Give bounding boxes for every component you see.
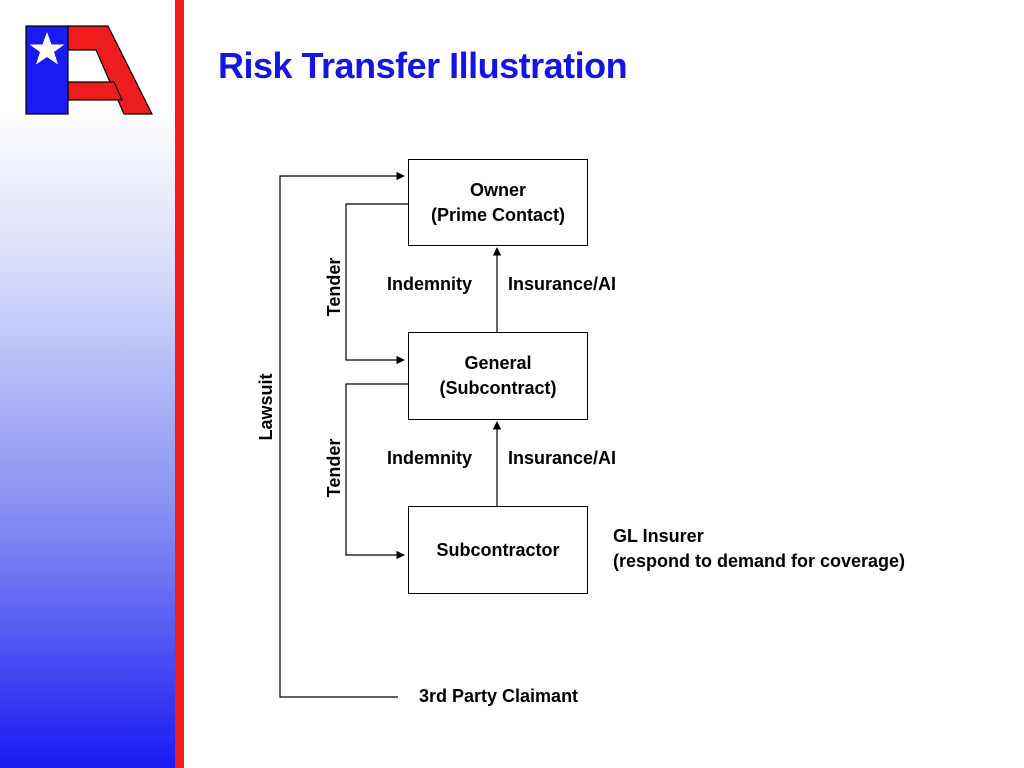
general-role: (Subcontract) [439, 378, 557, 398]
general-box: General (Subcontract) [408, 332, 588, 420]
owner-name: Owner [469, 179, 526, 200]
lawsuit-label: Lawsuit [256, 373, 276, 441]
star-icon [29, 32, 65, 65]
gl-insurer-note: (respond to demand for coverage) [613, 551, 906, 571]
gl-insurer-label: GL Insurer (respond to demand for covera… [613, 524, 905, 574]
indemnity-label-lower: Indemnity [387, 448, 473, 468]
gl-insurer-title: GL Insurer [613, 526, 704, 546]
general-name: General [464, 353, 532, 373]
tender-connector-lower [345, 383, 408, 560]
sidebar-gradient [0, 0, 175, 768]
owner-role: (Prime Contact) [430, 204, 565, 225]
insurance-label-upper: Insurance/AI [508, 274, 617, 294]
indemnity-label-upper: Indemnity [387, 274, 473, 294]
page-title: Risk Transfer Illustration [218, 45, 628, 86]
subcontractor-name: Subcontractor [436, 539, 560, 560]
claimant-label: 3rd Party Claimant [419, 686, 579, 706]
tender-label-upper: Tender [324, 257, 344, 317]
tender-label-lower: Tender [324, 438, 344, 498]
lawsuit-connector [279, 171, 405, 698]
sidebar-red-stripe [175, 0, 184, 768]
insurance-label-lower: Insurance/AI [508, 448, 617, 468]
company-logo [25, 25, 153, 115]
tender-connector-upper [345, 203, 408, 365]
subcontractor-box: Subcontractor [408, 506, 588, 594]
owner-box: Owner (Prime Contact) [408, 159, 588, 246]
